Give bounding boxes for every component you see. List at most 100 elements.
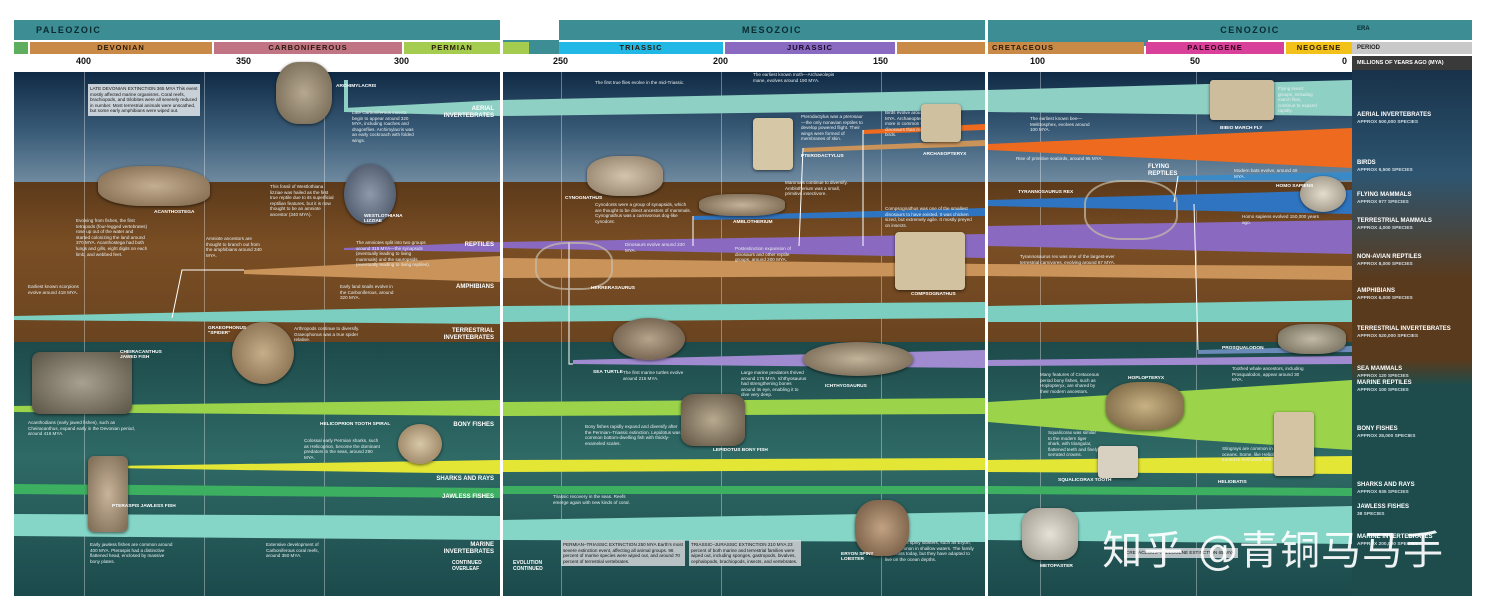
legend-item-name: JAWLESS FISHES [1357,504,1410,510]
era-mesozoic: MESOZOIC [559,20,985,40]
tick-150: 150 [873,56,889,66]
note-compsognathus: Compsognathus was one of the smallest di… [885,206,972,228]
legend-item-name: NON-AVIAN REPTILES [1357,254,1422,260]
gridline [1196,70,1197,596]
note-whales: Toothed whale ancestors, including Prosq… [1232,366,1304,383]
tick-0: 0 [1342,56,1348,66]
label-marine: MARINE INVERTEBRATES [443,542,494,555]
acanthostega-label: ACANTHOSTEGA [154,210,195,215]
band-amphibians [988,264,1352,280]
lepidotus-fossil [681,394,745,446]
label-reptiles: REPTILES [464,242,494,248]
note-permian-fishes: Colossal early Permian sharks, such as H… [304,438,380,460]
legend-item-count: APPROX 8,000 SPECIES [1357,262,1413,267]
band-sharks [503,458,985,472]
compsognathus-fossil [895,232,965,290]
band-jawless [14,484,500,498]
band-aerial [344,100,500,116]
legend-item-name: MARINE REPTILES [1357,380,1412,386]
archimylacris-label: ARCHIMYLACRIS [336,84,377,89]
note-trex: Tyrannosaurus rex was one of the largest… [1020,254,1116,265]
band-jawless [988,486,1352,496]
band-amphibians [503,258,985,278]
label-flying-reptiles: FLYING REPTILES [1148,164,1178,177]
legend-item-name: AMPHIBIANS [1357,288,1396,294]
tick-350: 350 [236,56,252,66]
graeophonus-fossil [232,322,294,384]
legend-item-count: APPROX 4,000 SPECIES [1357,226,1413,231]
note-land-snails: Early land snails evolve in the Carbonif… [340,284,394,301]
acanthostega-fossil [98,166,210,206]
tick-200: 200 [713,56,729,66]
prosqualodon-fossil [1278,324,1346,354]
note-bony-triassic: Bony fishes rapidly expand and diversify… [585,424,685,446]
legend-item-name: BONY FISHES [1357,426,1398,432]
ichthyosaurus-label: ICHTHYOSAURUS [825,384,867,389]
tick-250: 250 [553,56,569,66]
archaeopteryx-fossil [921,104,961,142]
heliobatis-fossil [1274,412,1314,476]
band-amphibians [244,256,500,282]
paleozoic-panel: PALEOZOIC DEVONIAN CARBONIFEROUS PERMIAN… [14,20,500,596]
band-terrestrial [988,300,1352,322]
band-jawless [503,486,985,494]
legend-item-count: APPROX 520,000 SPECIES [1357,334,1419,339]
note-sea-turtle: The first marine turtles evolve around 2… [623,370,684,381]
note-scorpions: Earliest known scorpions evolve around 4… [28,284,79,295]
label-bony: BONY FISHES [453,422,494,428]
band-birds [988,128,1352,168]
metopaster-fossil [1022,508,1078,560]
era-band [988,20,1148,46]
cheirolepis-label: CHEIRACANTHUS JAWED FISH [120,350,162,360]
bibio-fossil [1210,80,1274,120]
gridline [84,70,85,596]
label-sharks: SHARKS AND RAYS [436,476,494,482]
legend-period-header: PERIOD [1352,42,1472,54]
lineage-bands [14,80,500,540]
legend-item-name: SHARKS AND RAYS [1357,482,1415,488]
lineage-bands [503,90,985,542]
continued-overleaf: CONTINUED OVERLEAF [452,560,482,572]
helicoprion-fossil [398,424,442,464]
note-ichthyosaur: Large marine predators thrived around 17… [741,370,807,398]
period-devonian: DEVONIAN [30,42,212,54]
legend-item-count: APPROX 28,000 SPECIES [1357,434,1416,439]
helicoprion-label: HELICOPRION TOOTH SPIRAL [320,422,391,427]
label-aerial: AERIAL INVERTEBRATES [443,106,494,119]
band-marine-reptiles [988,356,1352,366]
period-cretaceous-start [897,42,985,54]
note-bony-cret: Many features of Cretaceous period bony … [1040,372,1099,394]
note-homo: Homo sapiens evolved 150,000 years ago. [1242,214,1319,225]
tick-100: 100 [1030,56,1046,66]
gridline [1040,70,1041,596]
legend-item-count: APPROX 9,500 SPECIES [1357,168,1413,173]
archaeopteryx-label: ARCHAEOPTERYX [923,152,967,157]
note-jawless-early: Early jawless fishes are common around 4… [90,542,173,564]
note-tetrapods: Evolving from fishes, the first tetrapod… [76,218,148,257]
period-neogene: NEOGENE [1286,42,1352,54]
note-kt-extinction: CRETACEOUS–PALEOGENE EXTINCTION 65 MYA [1124,548,1238,558]
note-reefs: Extensive development of Carboniferous c… [266,542,319,559]
note-flies: The first true flies evolve in the mid-T… [595,80,685,85]
period-permian-end [503,42,529,54]
amblotherium-fossil [699,194,785,216]
note-mammals: Mammals continue to diversify. Amblother… [785,180,848,197]
pterodactylus-label: PTERODACTYLUS [801,154,844,159]
legend-item-count: APPROX 500,000 SPECIES [1357,120,1419,125]
legend-item-count: 38 SPECIES [1357,512,1385,517]
label-jawless: JAWLESS FISHES [441,494,494,500]
tick-400: 400 [76,56,92,66]
gridline [561,70,562,596]
mesozoic-panel: MESOZOIC TRIASSIC JURASSIC 250 200 150 T… [503,20,985,596]
note-lobsters: Cretaceous spiny lobsters, such as Eryon… [885,540,974,562]
legend-item-name: MARINE INVERTEBRATES [1357,534,1433,540]
metopaster-label: METOPASTER [1040,564,1073,569]
note-moth: The earliest known moth—Archaeolepis man… [753,72,835,83]
homo-fossil [1300,176,1346,212]
legend-item-count: APPROX 100 SPECIES [1357,388,1409,393]
